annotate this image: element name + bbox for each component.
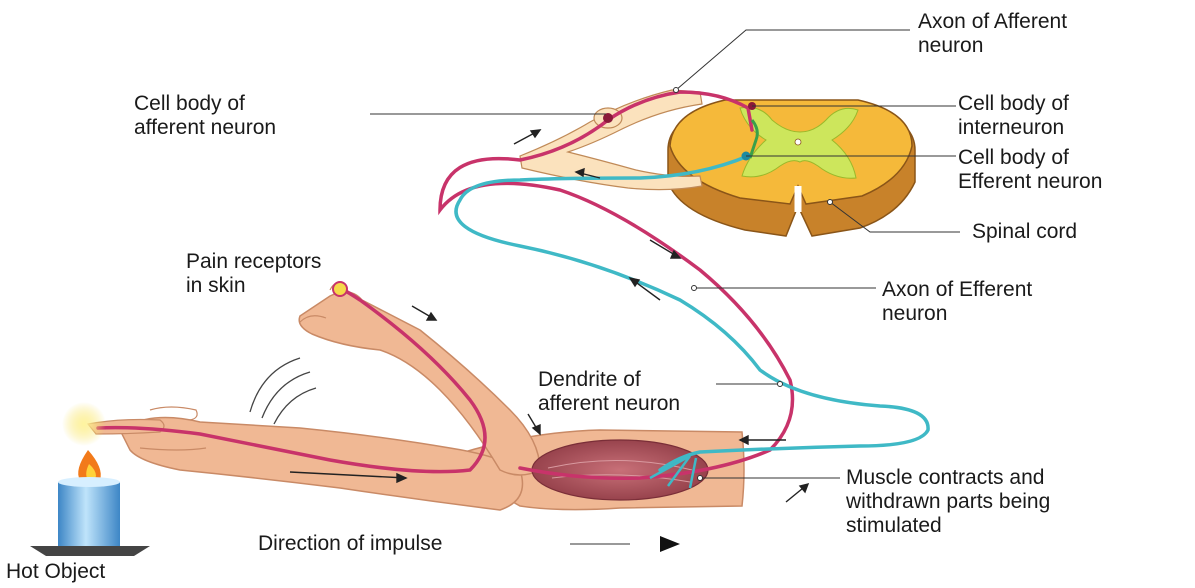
label-dendrite-afferent: Dendrite of afferent neuron <box>538 368 680 416</box>
label-hot-object: Hot Object <box>6 560 105 584</box>
label-line: neuron <box>882 302 1032 326</box>
label-line: Cell body of <box>134 92 276 116</box>
label-muscle-contracts: Muscle contracts and withdrawn parts bei… <box>846 466 1050 538</box>
label-line: Hot Object <box>6 560 105 584</box>
label-line: Muscle contracts and <box>846 466 1050 490</box>
label-line: neuron <box>918 34 1067 58</box>
pain-receptor-icon <box>333 282 347 296</box>
label-cell-body-interneuron: Cell body of interneuron <box>958 92 1069 140</box>
label-line: interneuron <box>958 116 1069 140</box>
label-pain-receptors: Pain receptors in skin <box>186 250 321 298</box>
label-line: Dendrite of <box>538 368 680 392</box>
label-line: withdrawn parts being <box>846 490 1050 514</box>
label-line: Axon of Afferent <box>918 10 1067 34</box>
label-line: afferent neuron <box>538 392 680 416</box>
label-line: Cell body of <box>958 146 1102 170</box>
direction-arrow-icon <box>660 536 680 552</box>
label-axon-afferent: Axon of Afferent neuron <box>918 10 1067 58</box>
label-direction-of-impulse: Direction of impulse <box>258 532 442 556</box>
label-line: Efferent neuron <box>958 170 1102 194</box>
label-line: Pain receptors <box>186 250 321 274</box>
label-line: stimulated <box>846 514 1050 538</box>
label-cell-body-efferent: Cell body of Efferent neuron <box>958 146 1102 194</box>
label-line: Axon of Efferent <box>882 278 1032 302</box>
label-line: afferent neuron <box>134 116 276 140</box>
label-line: in skin <box>186 274 321 298</box>
label-line: Spinal cord <box>972 220 1077 244</box>
label-axon-efferent: Axon of Efferent neuron <box>882 278 1032 326</box>
label-spinal-cord: Spinal cord <box>972 220 1077 244</box>
motion-lines <box>250 358 316 424</box>
label-line: Direction of impulse <box>258 532 442 556</box>
label-cell-body-afferent: Cell body of afferent neuron <box>134 92 276 140</box>
label-line: Cell body of <box>958 92 1069 116</box>
